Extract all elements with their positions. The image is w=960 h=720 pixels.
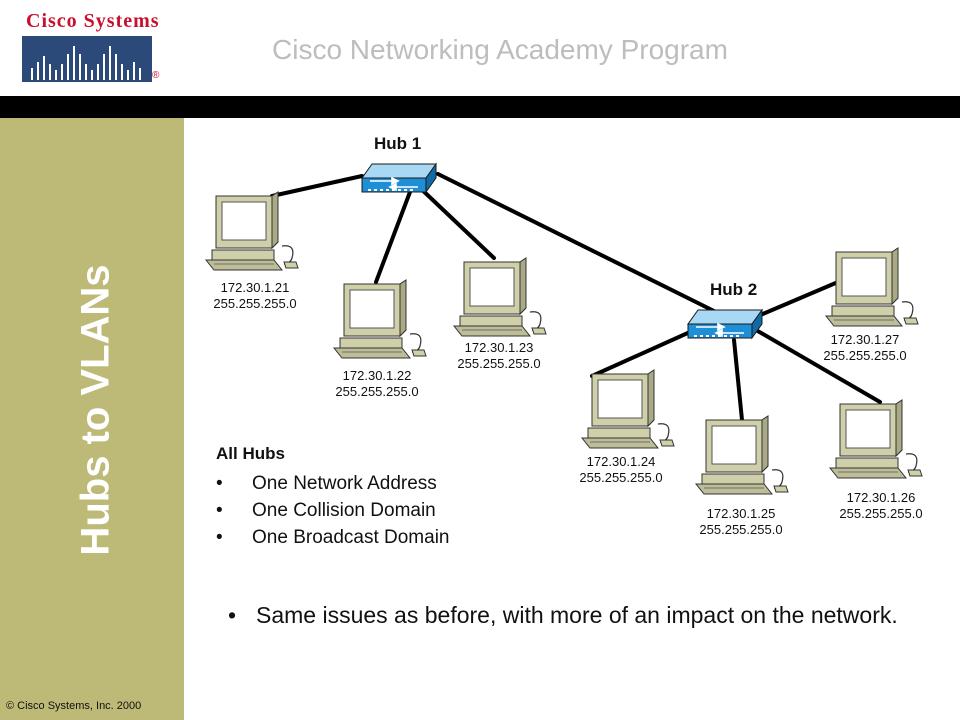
pc-icon — [581, 369, 675, 449]
logo-bridge-graphic — [22, 36, 152, 82]
pc-ip: 172.30.1.24 — [586, 454, 656, 469]
pc-mask: 255.255.255.0 — [699, 522, 783, 537]
header-divider-bar — [0, 96, 960, 118]
summary-text: Same issues as before, with more of an i… — [256, 602, 898, 628]
program-title: Cisco Networking Academy Program — [272, 34, 728, 65]
bullet-icon: • — [216, 473, 223, 494]
list-item: • One Broadcast Domain — [216, 524, 450, 551]
pc-mask: 255.255.255.0 — [839, 506, 923, 521]
pc-address-label: 172.30.1.21 255.255.255.0 — [200, 280, 310, 312]
list-item-text: One Collision Domain — [252, 500, 436, 521]
network-diagram — [205, 163, 923, 495]
pc-mask: 255.255.255.0 — [579, 470, 663, 485]
all-hubs-list: • One Network Address • One Collision Doma… — [216, 470, 450, 551]
logo-text: Cisco Systems — [26, 10, 160, 32]
bullet-icon: • — [216, 500, 223, 521]
list-item-text: One Broadcast Domain — [252, 527, 450, 548]
sidebar — [0, 118, 184, 720]
pc-icon — [205, 191, 299, 271]
pc-address-label: 172.30.1.27 255.255.255.0 — [810, 332, 920, 364]
pc-icon — [453, 257, 547, 337]
list-item: • One Collision Domain — [216, 497, 450, 524]
bullet-icon: • — [216, 527, 223, 548]
all-hubs-summary: All Hubs • One Network Address • One Colli… — [216, 444, 450, 551]
pc-address-label: 172.30.1.22 255.255.255.0 — [322, 368, 432, 400]
bullet-icon: • — [228, 602, 237, 628]
pc-ip: 172.30.1.21 — [220, 280, 290, 295]
pc-address-label: 172.30.1.24 255.255.255.0 — [566, 454, 676, 486]
pc-mask: 255.255.255.0 — [213, 296, 297, 311]
hub-2-icon — [687, 309, 763, 339]
hub-1-icon — [361, 163, 437, 193]
pc-icon — [695, 415, 789, 495]
pc-mask: 255.255.255.0 — [457, 356, 541, 371]
copyright: © Cisco Systems, Inc. 2000 — [6, 700, 142, 712]
pc-ip: 172.30.1.27 — [830, 332, 900, 347]
pc-mask: 255.255.255.0 — [335, 384, 419, 399]
pc-ip: 172.30.1.22 — [342, 368, 412, 383]
slide-title: Hubs to VLANs — [73, 264, 118, 556]
summary-bullet: • Same issues as before, with more of an… — [228, 600, 928, 630]
pc-icon — [825, 247, 919, 327]
list-item-text: One Network Address — [252, 473, 437, 494]
pc-icon — [333, 279, 427, 359]
pc-address-label: 172.30.1.25 255.255.255.0 — [686, 506, 796, 538]
cisco-logo: Cisco Systems ® — [22, 6, 162, 84]
pc-ip: 172.30.1.25 — [706, 506, 776, 521]
hub-2-label: Hub 2 — [710, 280, 758, 299]
registered-mark-icon: ® — [152, 70, 160, 81]
list-item: • One Network Address — [216, 470, 450, 497]
pc-address-label: 172.30.1.23 255.255.255.0 — [444, 340, 554, 372]
all-hubs-heading: All Hubs — [216, 444, 285, 463]
pc-ip: 172.30.1.23 — [464, 340, 534, 355]
hub-1-label: Hub 1 — [374, 134, 422, 153]
pc-address-label: 172.30.1.26 255.255.255.0 — [826, 490, 936, 522]
pc-mask: 255.255.255.0 — [823, 348, 907, 363]
pc-ip: 172.30.1.26 — [846, 490, 916, 505]
pc-icon — [829, 399, 923, 479]
